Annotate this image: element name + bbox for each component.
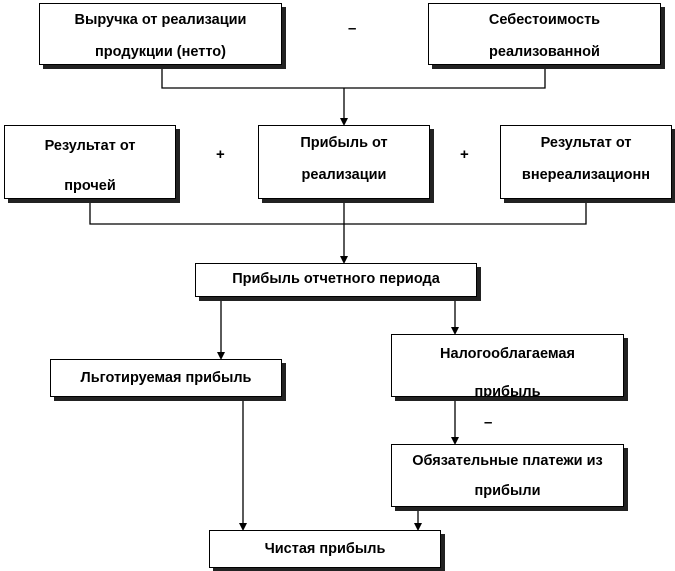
other-result-box: Результат от прочей: [4, 125, 176, 199]
taxable-profit-line2: прибыль: [474, 384, 541, 397]
other-result-line1: Результат от: [44, 138, 136, 154]
cost-line1: Себестоимость: [488, 12, 601, 28]
privileged-profit-label: Льготируемая прибыль: [80, 370, 252, 386]
revenue-line2: продукции (нетто): [95, 44, 226, 60]
mandatory-payments-line1: Обязательные платежи из: [412, 453, 603, 469]
revenue-connector: [161, 64, 546, 89]
sales-profit-line1: Прибыль от: [300, 135, 388, 151]
minus-operator-bottom: –: [484, 414, 493, 431]
cost-line2: реализованной: [489, 44, 600, 60]
mandatory-payments-line2: прибыли: [474, 483, 541, 499]
cost-box: Себестоимость реализованной: [428, 3, 661, 65]
net-profit-label: Чистая прибыль: [264, 541, 386, 557]
plus-operator-right: +: [460, 146, 469, 163]
mandatory-payments-box: Обязательные платежи из прибыли: [391, 444, 624, 507]
sales-profit-line2: реализации: [301, 167, 387, 183]
taxable-profit-box: Налогооблагаемая прибыль: [391, 334, 624, 397]
period-profit-box: Прибыль отчетного периода: [195, 263, 477, 297]
revenue-box: Выручка от реализации продукции (нетто): [39, 3, 282, 65]
nonop-result-line1: Результат от: [540, 135, 632, 151]
taxable-profit-line1: Налогооблагаемая: [440, 346, 575, 362]
period-profit-label: Прибыль отчетного периода: [232, 271, 440, 287]
sales-profit-box: Прибыль от реализации: [258, 125, 430, 199]
privileged-profit-box: Льготируемая прибыль: [50, 359, 282, 397]
other-result-line2: прочей: [64, 178, 116, 194]
net-profit-box: Чистая прибыль: [209, 530, 441, 568]
revenue-line1: Выручка от реализации: [74, 12, 247, 28]
nonop-result-box: Результат от внереализационн: [500, 125, 672, 199]
plus-operator-left: +: [216, 146, 225, 163]
minus-operator-top: –: [348, 20, 357, 37]
results-connector: [89, 198, 587, 225]
nonop-result-line2: внереализационн: [521, 167, 651, 183]
